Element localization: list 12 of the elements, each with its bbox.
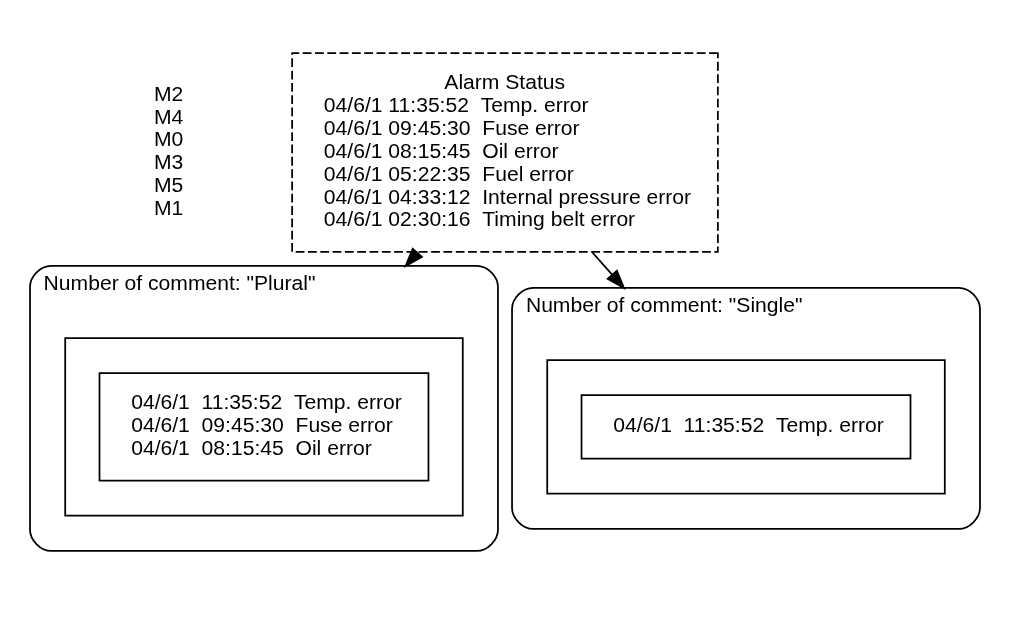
- node-box: 04/6/1 11:35:52 Temp. error 04/6/1 09:45:30 Fuse error 04/6/1 08:15:45 Oil error: [98, 372, 430, 482]
- arrow: [591, 251, 626, 290]
- cluster: [64, 337, 464, 517]
- node-label: M1: [154, 196, 184, 220]
- node-label: M3: [154, 150, 184, 174]
- node-box: 04/6/1 11:35:52 Temp. error: [580, 394, 912, 460]
- cluster: [546, 359, 946, 495]
- node-label: M2: [154, 81, 184, 105]
- node-label: M4: [154, 104, 184, 128]
- arrow: [403, 247, 424, 268]
- node-label: M0: [154, 127, 184, 151]
- node-label: M5: [154, 173, 184, 197]
